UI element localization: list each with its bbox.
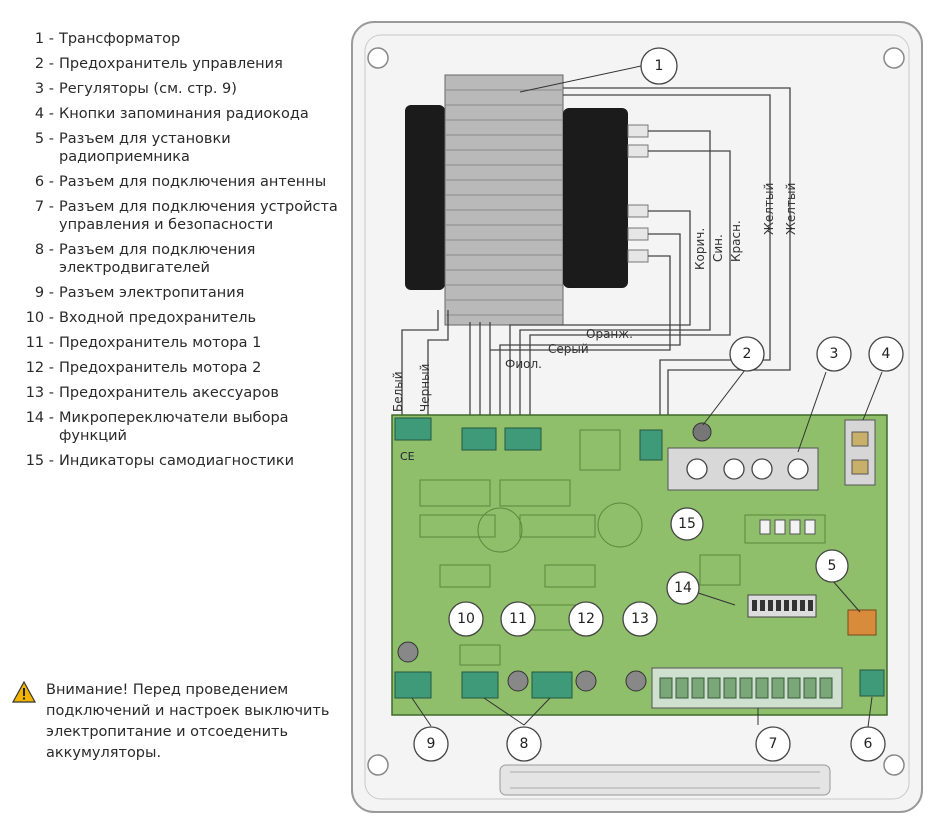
wire-label-orange: Оранж. <box>586 327 633 341</box>
legend-text: Микропереключатели выбора функций <box>59 410 289 444</box>
radio-receiver-connector <box>847 609 877 636</box>
legend-item: 3 - Регуляторы (см. стр. 9) <box>14 80 344 98</box>
callout-11: 11 <box>509 611 527 627</box>
legend-number: 5 - <box>34 131 54 147</box>
callout-13: 13 <box>631 611 649 627</box>
dip-switches <box>747 594 817 618</box>
legend-number: 15 - <box>25 453 54 469</box>
callout-1: 1 <box>655 58 664 74</box>
legend-item: 4 - Кнопки запоминания радиокода <box>14 105 344 123</box>
cable-entry <box>499 764 831 796</box>
callout-3: 3 <box>830 346 839 362</box>
legend-item: 6 - Разъем для подключения антенны <box>14 173 344 191</box>
mounting-holes <box>367 47 905 776</box>
terminal-block-transformer-1 <box>394 417 432 441</box>
legend-text: Разъем для установки радиоприемника <box>59 131 231 165</box>
motor-terminal-1 <box>461 671 499 699</box>
wire-label-red: Красн. <box>729 220 743 262</box>
warning-triangle-icon <box>11 680 38 764</box>
legend-number: 3 - <box>34 81 54 97</box>
legend-number: 10 - <box>25 310 54 326</box>
motor-1-fuse <box>507 670 529 692</box>
callout-4: 4 <box>882 346 891 362</box>
wire-label-black: Черный <box>418 364 432 412</box>
wire-label-violet: Фиол. <box>505 357 542 371</box>
legend-item: 1 - Трансформатор <box>14 30 344 48</box>
input-fuse <box>397 641 419 663</box>
legend-text: Разъем электропитания <box>59 285 245 301</box>
wire-label-yellow-1: Желтый <box>762 183 776 235</box>
callout-8: 8 <box>520 736 529 752</box>
legend-text: Разъем для подключения устройста управле… <box>59 199 338 233</box>
terminal-block-transformer-3 <box>504 427 542 451</box>
legend-item: 5 - Разъем для установки радиоприемника <box>14 130 344 166</box>
legend-number: 8 - <box>34 242 54 258</box>
terminal-block-transformer-4 <box>639 429 663 461</box>
control-fuse <box>692 422 712 442</box>
ce-mark: CE <box>400 450 415 463</box>
warning-note: Внимание! Перед проведением подключений … <box>11 680 342 764</box>
legend-item: 12 - Предохранитель мотора 2 <box>14 359 344 377</box>
legend-number: 7 - <box>34 199 54 215</box>
motor-terminal-2 <box>531 671 573 699</box>
legend-number: 12 - <box>25 360 54 376</box>
legend-number: 11 - <box>25 335 54 351</box>
legend-item: 9 - Разъем электропитания <box>14 284 344 302</box>
legend-text: Предохранитель акессуаров <box>59 385 279 401</box>
legend-item: 2 - Предохранитель управления <box>14 55 344 73</box>
legend-text: Предохранитель мотора 1 <box>59 335 262 351</box>
legend-number: 2 - <box>34 56 54 72</box>
legend-text: Регуляторы (см. стр. 9) <box>59 81 237 97</box>
wire-label-yellow-2: Желтый <box>784 183 798 235</box>
terminal-block-transformer-2 <box>461 427 497 451</box>
callout-7: 7 <box>769 736 778 752</box>
diagnostic-leds <box>759 519 816 535</box>
legend-item: 7 - Разъем для подключения устройста упра… <box>14 198 344 234</box>
transformer <box>405 74 649 326</box>
accessory-fuse <box>625 670 647 692</box>
callout-12: 12 <box>577 611 595 627</box>
warning-text: Внимание! Перед проведением подключений … <box>46 682 330 761</box>
legend-item: 10 - Входной предохранитель <box>14 309 344 327</box>
legend-number: 6 - <box>34 174 54 190</box>
wire-label-brown: Корич. <box>693 228 707 270</box>
legend: 1 - Трансформатор 2 - Предохранитель управл… <box>14 30 344 477</box>
callout-6: 6 <box>864 736 873 752</box>
legend-number: 9 - <box>34 285 54 301</box>
legend-item: 15 - Индикаторы самодиагностики <box>14 452 344 470</box>
motor-2-fuse <box>575 670 597 692</box>
legend-number: 13 - <box>25 385 54 401</box>
legend-text: Кнопки запоминания радиокода <box>59 106 309 122</box>
legend-text: Трансформатор <box>59 31 181 47</box>
callout-2: 2 <box>743 346 752 362</box>
regulators <box>667 447 819 491</box>
callout-14: 14 <box>674 580 692 596</box>
wire-label-white: Белый <box>391 371 405 412</box>
pcb-board: CE <box>391 414 888 716</box>
legend-item: 8 - Разъем для подключения электродвигате… <box>14 241 344 277</box>
legend-item: 14 - Микропереключатели выбора функций <box>14 409 344 445</box>
legend-number: 4 - <box>34 106 54 122</box>
legend-number: 1 - <box>34 31 54 47</box>
legend-text: Разъем для подключения антенны <box>59 174 327 190</box>
legend-item: 13 - Предохранитель акессуаров <box>14 384 344 402</box>
wires <box>401 87 791 420</box>
antenna-terminal <box>859 669 885 697</box>
legend-number: 14 - <box>25 410 54 426</box>
legend-text: Разъем для подключения электродвигателей <box>59 242 256 276</box>
legend-text: Предохранитель управления <box>59 56 283 72</box>
callout-9: 9 <box>427 736 436 752</box>
callout-10: 10 <box>457 611 475 627</box>
wire-label-blue: Син. <box>711 234 725 262</box>
radio-code-buttons <box>844 419 876 486</box>
legend-text: Входной предохранитель <box>59 310 257 326</box>
wire-label-grey: Серый <box>548 342 589 356</box>
power-terminal <box>394 671 432 699</box>
legend-text: Индикаторы самодиагностики <box>59 453 294 469</box>
callout-5: 5 <box>828 558 837 574</box>
legend-item: 11 - Предохранитель мотора 1 <box>14 334 344 352</box>
legend-text: Предохранитель мотора 2 <box>59 360 262 376</box>
callout-15: 15 <box>678 516 696 532</box>
